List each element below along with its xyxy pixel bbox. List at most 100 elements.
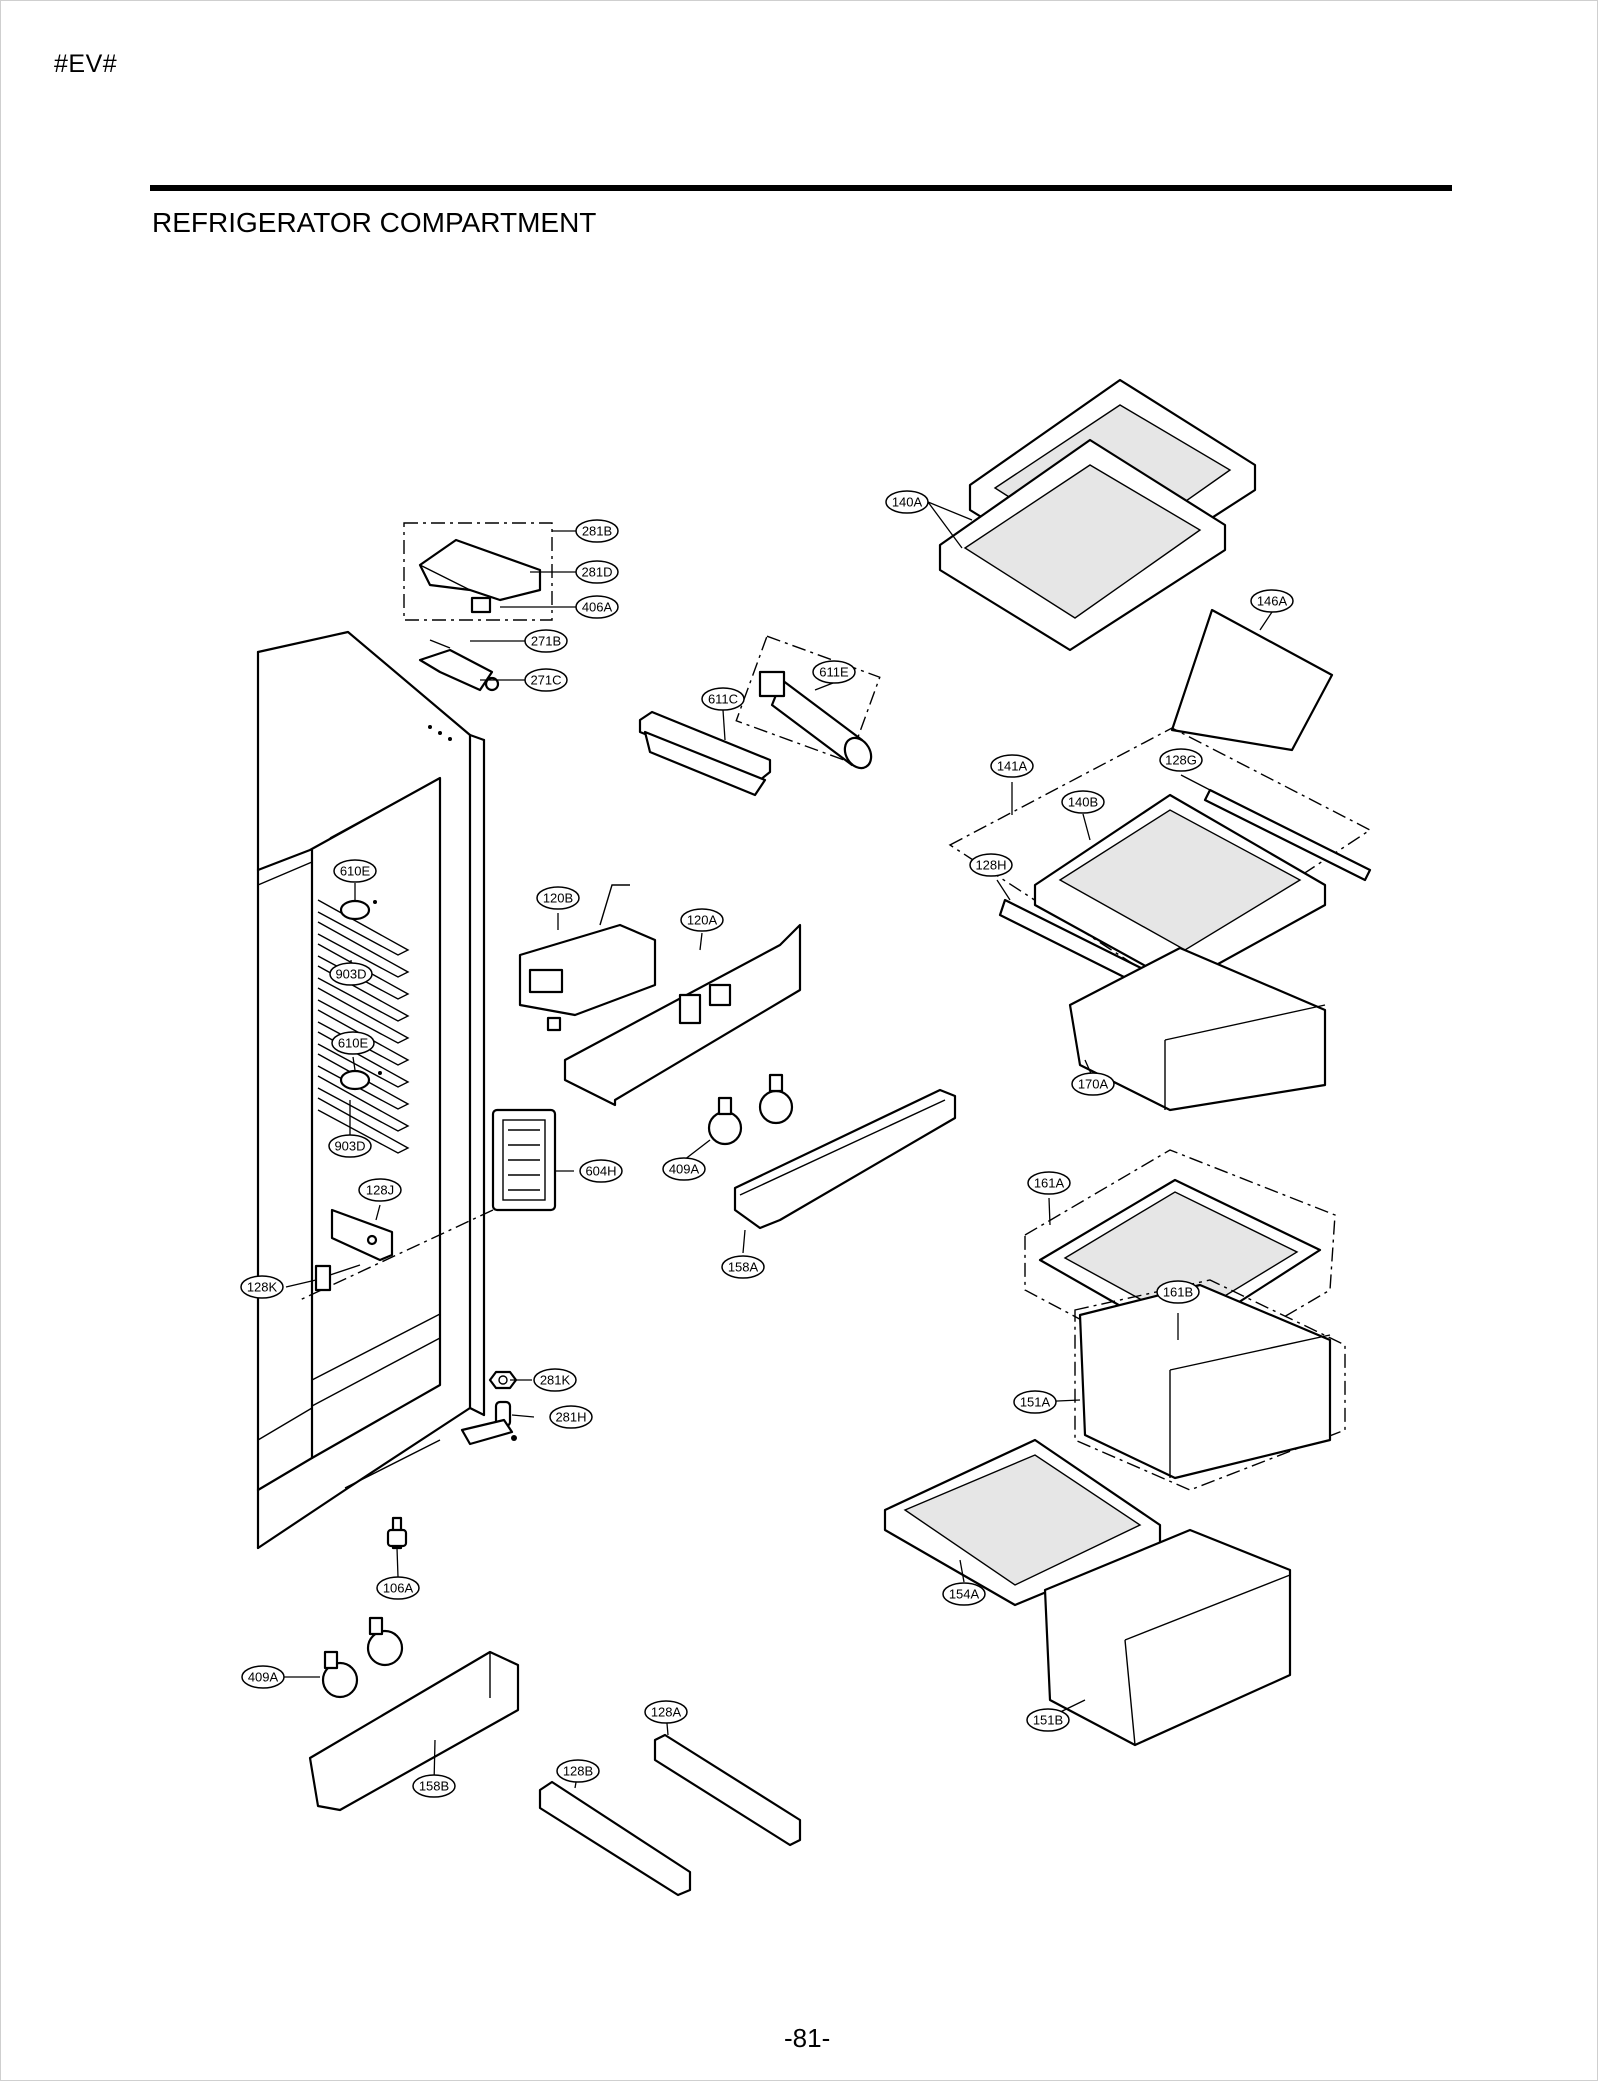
svg-text:120A: 120A	[687, 913, 718, 928]
svg-text:281B: 281B	[582, 524, 612, 539]
svg-text:610E: 610E	[340, 864, 371, 879]
svg-text:610E: 610E	[338, 1036, 369, 1051]
shelf-ribs	[317, 899, 410, 1154]
lamp-cover-158b	[308, 1650, 520, 1812]
svg-text:154A: 154A	[949, 1587, 980, 1602]
shelf-assembly-161a	[1024, 1149, 1336, 1376]
callout-label-158b: 158B	[412, 1774, 456, 1798]
callout-label-611e: 611E	[812, 660, 856, 684]
svg-text:128G: 128G	[1165, 753, 1197, 768]
light-bulbs-409a-lower	[321, 1616, 404, 1699]
svg-text:161A: 161A	[1034, 1176, 1065, 1191]
callout-label-161a: 161A	[1027, 1171, 1071, 1195]
svg-text:140A: 140A	[892, 495, 923, 510]
callout-label-604h: 604H	[579, 1159, 623, 1183]
callout-label-146a: 146A	[1250, 589, 1294, 613]
refrigerator-cabinet	[256, 630, 486, 1550]
callout-label-170a: 170A	[1071, 1072, 1115, 1096]
callout-label-128h: 128H	[969, 853, 1013, 877]
callout-label-406a: 406A	[575, 595, 619, 619]
callout-label-271b: 271B	[524, 629, 568, 653]
svg-text:604H: 604H	[585, 1164, 616, 1179]
shelf-146a	[1170, 608, 1334, 752]
svg-text:611C: 611C	[708, 692, 738, 707]
page-number: -81-	[784, 2023, 831, 2053]
hinge-parts	[460, 1370, 518, 1446]
callout-label-154a: 154A	[942, 1582, 986, 1606]
air-filter-604h	[299, 1108, 557, 1301]
svg-text:128B: 128B	[563, 1764, 593, 1779]
callout-label-903d-1: 903D	[329, 962, 373, 986]
svg-text:409A: 409A	[669, 1162, 700, 1177]
svg-text:903D: 903D	[335, 967, 366, 982]
bracket-128j	[330, 1208, 394, 1262]
svg-text:281H: 281H	[555, 1410, 586, 1425]
crisper-151a	[1074, 1279, 1346, 1491]
svg-text:146A: 146A	[1257, 594, 1288, 609]
crisper-151b	[1043, 1528, 1292, 1747]
svg-text:128H: 128H	[975, 858, 1006, 873]
header-code: #EV#	[54, 50, 118, 78]
svg-text:128K: 128K	[247, 1280, 278, 1295]
callout-label-281d: 281D	[575, 560, 619, 584]
svg-text:409A: 409A	[248, 1670, 279, 1685]
callout-label-281k: 281K	[533, 1368, 577, 1392]
callout-label-271c: 271C	[524, 668, 568, 692]
callout-label-610e-1: 610E	[333, 859, 377, 883]
svg-text:158A: 158A	[728, 1260, 759, 1275]
callout-label-120b: 120B	[536, 886, 580, 910]
svg-text:170A: 170A	[1078, 1077, 1109, 1092]
svg-text:120B: 120B	[543, 891, 573, 906]
svg-text:271B: 271B	[531, 634, 561, 649]
shelf-assembly-141a	[948, 727, 1372, 987]
title-rule	[150, 185, 1452, 191]
leveling-foot-106a	[386, 1516, 408, 1550]
svg-text:281K: 281K	[540, 1373, 571, 1388]
callout-label-281h: 281H	[549, 1405, 593, 1429]
callout-label-409a-2: 409A	[241, 1665, 285, 1689]
shelf-154a	[883, 1438, 1162, 1607]
ice-maker-120b	[518, 884, 657, 1032]
svg-text:151B: 151B	[1033, 1713, 1063, 1728]
bracket-120a	[563, 923, 802, 1107]
part-128k	[314, 1264, 361, 1292]
callout-label-151b: 151B	[1026, 1708, 1070, 1732]
svg-text:128J: 128J	[366, 1183, 394, 1198]
callout-label-281b: 281B	[575, 519, 619, 543]
callout-label-158a: 158A	[721, 1255, 765, 1279]
callout-label-128k: 128K	[240, 1275, 284, 1299]
water-filter-611e	[735, 635, 881, 770]
svg-text:903D: 903D	[334, 1139, 365, 1154]
svg-text:151A: 151A	[1020, 1395, 1051, 1410]
svg-text:281D: 281D	[581, 565, 612, 580]
svg-text:161B: 161B	[1163, 1285, 1193, 1300]
light-bulbs-409a-upper	[707, 1073, 794, 1146]
callout-label-141a: 141A	[990, 754, 1034, 778]
filter-housing-611c	[638, 710, 772, 797]
svg-text:106A: 106A	[383, 1581, 414, 1596]
callout-label-140b: 140B	[1061, 790, 1105, 814]
crisper-170a	[1068, 946, 1327, 1112]
callout-label-610e-2: 610E	[331, 1031, 375, 1055]
svg-text:611E: 611E	[819, 665, 849, 680]
svg-text:141A: 141A	[997, 759, 1028, 774]
svg-text:128A: 128A	[651, 1705, 682, 1720]
svg-text:406A: 406A	[582, 600, 613, 615]
svg-text:271C: 271C	[530, 673, 561, 688]
callout-label-128b: 128B	[556, 1759, 600, 1783]
callout-label-128a: 128A	[644, 1700, 688, 1724]
callout-label-128j: 128J	[358, 1178, 402, 1202]
shelf-140a	[938, 378, 1257, 652]
callout-label-120a: 120A	[680, 908, 724, 932]
svg-text:140B: 140B	[1068, 795, 1098, 810]
callout-label-611c: 611C	[701, 687, 745, 711]
callout-label-151a: 151A	[1013, 1390, 1057, 1414]
callout-label-409a-1: 409A	[662, 1157, 706, 1181]
callout-label-903d-2: 903D	[328, 1134, 372, 1158]
callout-label-128g: 128G	[1159, 748, 1203, 772]
cover-assembly-281b	[403, 522, 553, 692]
callout-label-140a: 140A	[885, 490, 929, 514]
section-title: REFRIGERATOR COMPARTMENT	[152, 207, 597, 238]
